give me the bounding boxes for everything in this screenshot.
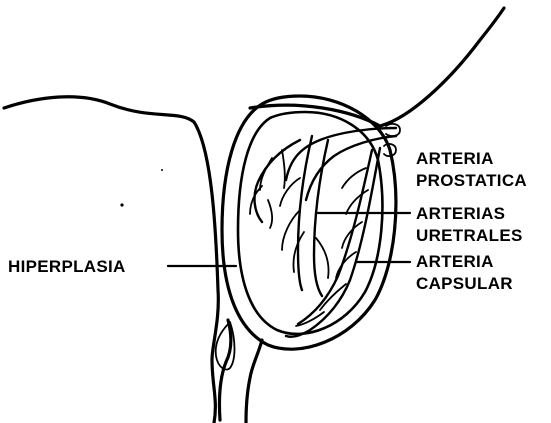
bladder-outline-right [250,8,504,126]
speck-1 [120,203,123,206]
inner-artery-twig-3 [268,200,272,228]
label-arteria-capsular-line1: ARTERIA [416,252,494,271]
label-arteria-capsular-line2: CAPSULAR [416,274,513,293]
urethra-wall-right [246,340,262,423]
inner-artery-twig-4 [282,150,285,188]
label-arterias-uretrales-line2: URETRALES [416,226,523,245]
prostate-outer-capsule [222,96,396,349]
capsular-artery-twig-6 [342,168,366,188]
label-arteria-prostatica-line2: PROSTATICA [416,171,527,190]
label-arterias-uretrales-line1: ARTERIAS [416,204,505,223]
prostatic-artery-cap [386,124,400,136]
urethral-artery-branch-3 [316,238,329,278]
label-hiperplasia: HIPERPLASIA [8,257,126,276]
urethral-artery-trunk-1 [298,136,312,290]
urethral-artery-branch-4 [280,178,300,206]
label-arteria-prostatica-line1: ARTERIA [416,149,494,168]
speck-2 [161,169,163,171]
